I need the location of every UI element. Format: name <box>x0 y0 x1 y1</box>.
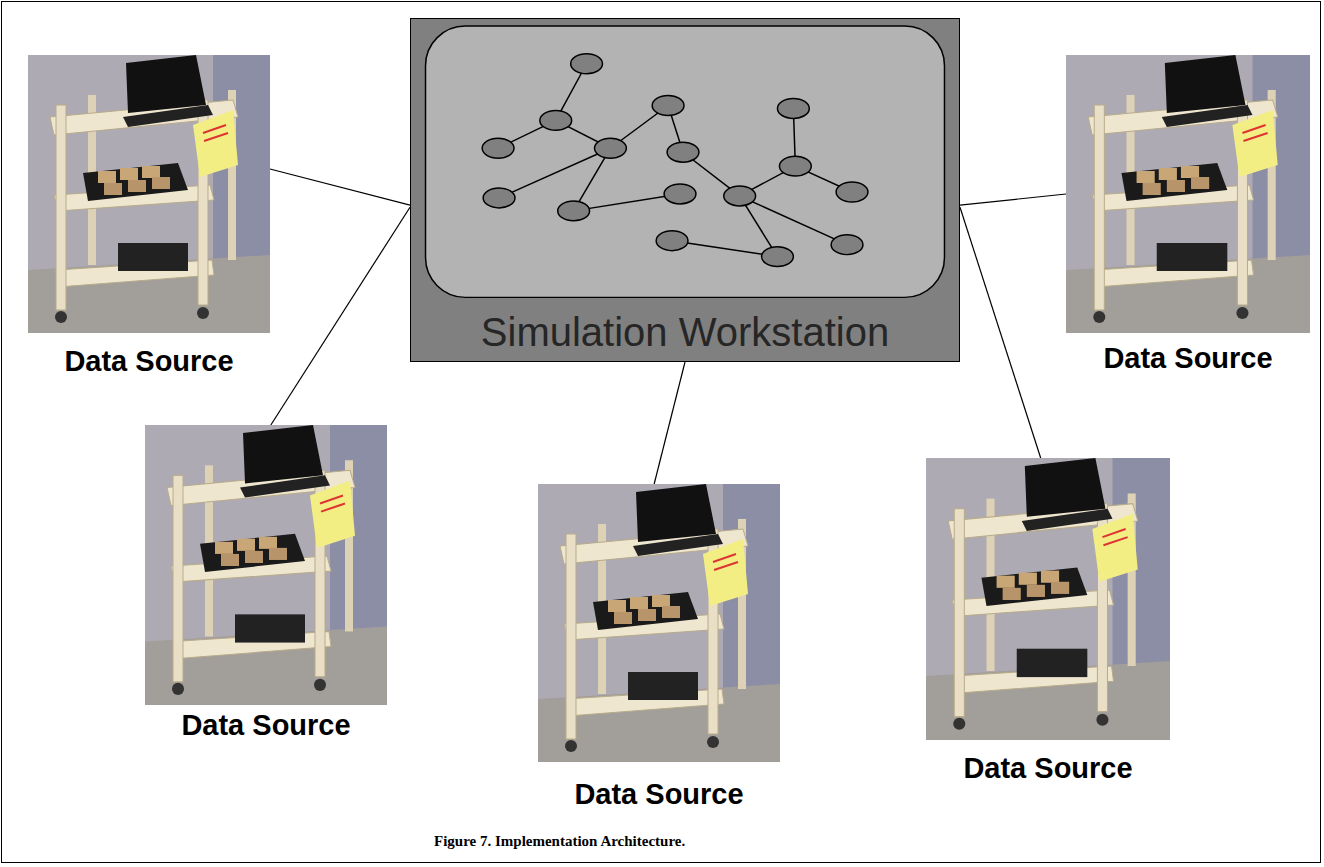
node-title: Simulation Workstation <box>481 310 889 355</box>
cart-photo <box>926 458 1170 740</box>
cart-photo <box>538 484 780 762</box>
cart-photo <box>28 55 270 333</box>
node-label: Data Source <box>1101 342 1274 375</box>
connector-line <box>270 169 410 205</box>
data-source-photo: Data Source <box>1066 55 1310 333</box>
connector-line <box>960 207 1041 458</box>
data-source-photo: Data Source <box>145 425 387 705</box>
node-label: Data Source <box>179 709 352 742</box>
data-source-photo: Data Source <box>28 55 270 333</box>
connector-line <box>271 207 410 425</box>
figure-caption: Figure 7. Implementation Architecture. <box>434 833 685 850</box>
connector-line <box>654 362 685 484</box>
cart-photo <box>1066 55 1310 333</box>
data-source-photo: Data Source <box>538 484 780 762</box>
connector-line <box>960 194 1066 205</box>
node-label: Data Source <box>961 752 1134 785</box>
node-label: Data Source <box>572 778 745 811</box>
data-source-photo: Data Source <box>926 458 1170 740</box>
cart-photo <box>145 425 387 705</box>
node-label: Data Source <box>62 345 235 378</box>
workstation-box: Simulation Workstation <box>410 18 960 362</box>
